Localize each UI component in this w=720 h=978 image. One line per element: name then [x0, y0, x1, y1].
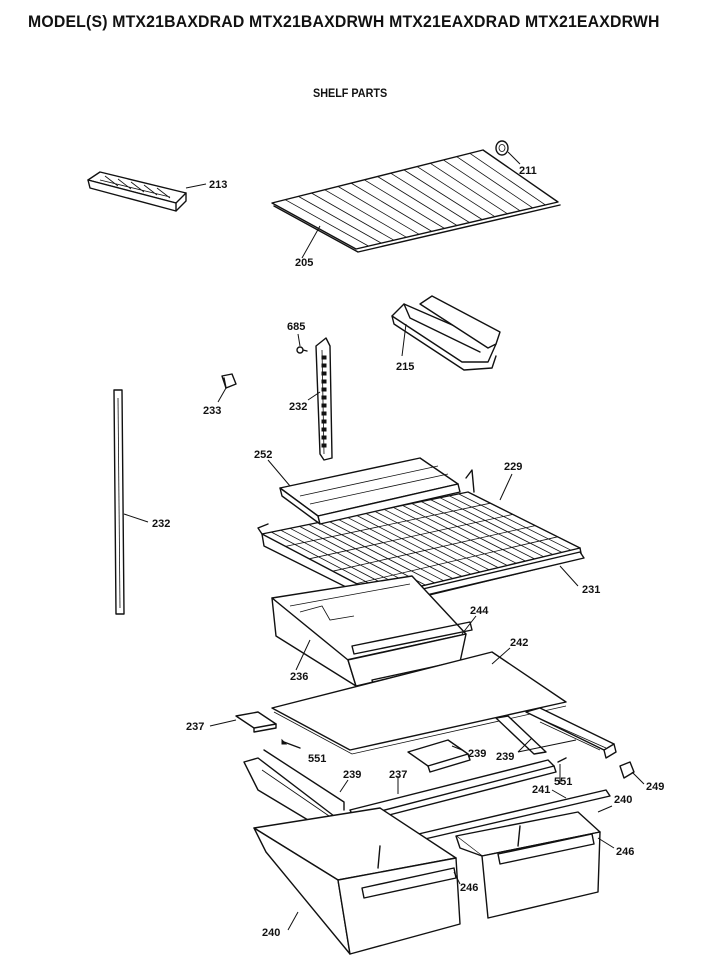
part-label-232-left: 232 [152, 518, 170, 530]
part-551-screw-left-drawing [281, 738, 301, 749]
part-label-231: 231 [582, 584, 600, 596]
part-label-240-right: 240 [614, 794, 632, 806]
part-232-left-rail-drawing [113, 389, 125, 615]
part-label-244: 244 [470, 605, 489, 617]
part-label-551-right: 551 [554, 776, 572, 788]
part-label-239-left: 239 [343, 769, 361, 781]
part-label-211: 211 [519, 165, 537, 177]
part-215-bin-drawing [391, 295, 501, 371]
part-242-glass-cover-drawing [271, 651, 567, 755]
part-label-246-left: 246 [460, 882, 478, 894]
part-label-237-rail: 237 [389, 769, 407, 781]
part-232-center-rail-drawing [315, 337, 333, 461]
part-label-252: 252 [254, 449, 272, 461]
part-551-screw-right-drawing [557, 757, 567, 763]
part-205-wire-shelf-drawing [271, 149, 561, 253]
part-249-clip-drawing [619, 761, 635, 779]
part-label-233: 233 [203, 405, 221, 417]
part-246-left-handle-drawing [377, 845, 381, 869]
part-244-front-trim-drawing [351, 621, 473, 655]
part-211-clip-drawing [495, 140, 509, 156]
part-label-249: 249 [646, 781, 664, 793]
part-label-232-center: 232 [289, 401, 307, 413]
part-240-left-drawer-drawing [253, 807, 461, 955]
part-246-right-handle-drawing [517, 825, 521, 847]
part-239-center-bracket-drawing [407, 739, 471, 773]
part-213-tray-drawing [87, 171, 187, 212]
page-title: MODEL(S) MTX21BAXDRAD MTX21BAXDRWH MTX21… [28, 12, 660, 31]
part-label-239-right: 239 [496, 751, 514, 763]
part-label-241: 241 [532, 784, 550, 796]
part-label-239-center: 239 [468, 748, 486, 760]
part-240-right-drawer-drawing [455, 811, 601, 919]
part-label-229: 229 [504, 461, 522, 473]
part-237-left-support-drawing [235, 711, 277, 733]
part-right-slide-rails-drawing [495, 707, 617, 759]
part-233-bracket-drawing [221, 373, 237, 389]
part-252-glass-insert-drawing [279, 457, 461, 525]
part-label-215: 215 [396, 361, 414, 373]
part-label-685: 685 [287, 321, 305, 333]
part-label-236: 236 [290, 671, 308, 683]
part-label-237-left: 237 [186, 721, 204, 733]
leader-lines [123, 151, 645, 931]
part-label-205-shelf: 205 [295, 257, 313, 269]
section-title: SHELF PARTS [313, 86, 388, 100]
part-685-screw-drawing [296, 346, 308, 354]
part-label-240-left: 240 [262, 927, 280, 939]
part-label-246-right: 246 [616, 846, 634, 858]
part-label-242: 242 [510, 637, 528, 649]
part-label-551-left: 551 [308, 753, 326, 765]
part-label-205: 213 [209, 179, 227, 191]
